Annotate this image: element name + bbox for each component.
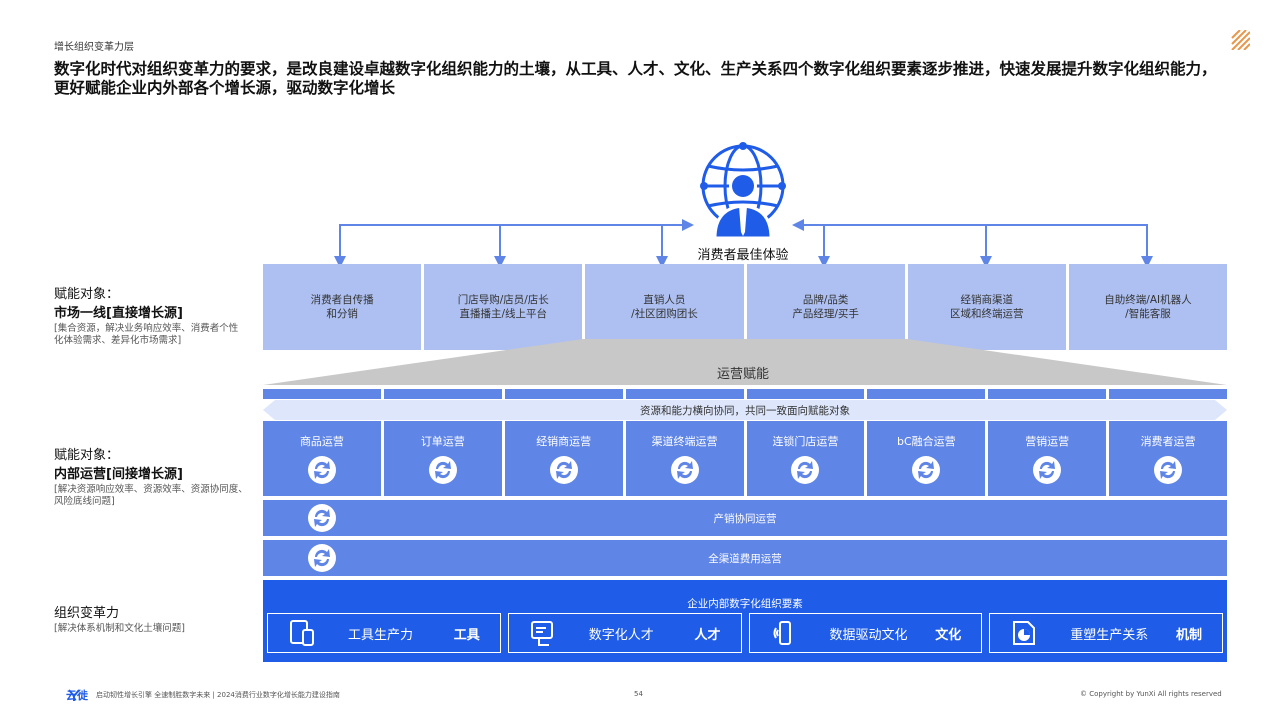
org-side-label: 组织变革力 [解决体系机制和文化土壤问题] [54,602,254,635]
collaboration-ribbon-label: 资源和能力横向协同，共同一致面向赋能对象 [640,405,850,417]
market-label-line3: [集合资源，解决业务响应效率、消费者个性化体验需求、差异化市场需求] [54,323,239,346]
cycle-icon [1154,456,1183,484]
cycle-icon [912,456,941,484]
cycle-icon [549,456,578,484]
ops-unit: bC融合运营 [867,421,986,496]
hub-label: 消费者最佳体验 [697,248,789,263]
org-card-talent: 数字化人才 人才 [507,613,742,653]
cycle-icon [791,456,820,484]
market-cell: 直销人员/社区团购团长 [585,264,744,350]
ops-unit-label: 营销运营 [1025,435,1070,448]
ops-unit: 渠道终端运营 [625,421,744,496]
org-elements-panel: 企业内部数字化组织要素 工具生产力 工具 数字化人才 人才 [263,580,1227,662]
page-number: 54 [634,690,643,698]
band-label: 全渠道费用运营 [708,553,782,565]
cycle-icon [1033,456,1062,484]
ops-unit: 连锁门店运营 [746,421,865,496]
ops-unit-label: 消费者运营 [1140,435,1196,448]
globe-person-icon [700,142,786,238]
ops-top-strip [263,389,1227,399]
corner-stripes-icon [1231,30,1250,50]
ops-unit-label: 商品运营 [299,435,344,448]
org-elements-title: 企业内部数字化组织要素 [687,598,803,610]
channel-cost-band: 全渠道费用运营 [263,540,1227,576]
org-card-tag: 工具 [453,627,480,643]
ops-unit-label: bC融合运营 [896,435,956,448]
ops-unit: 经销商运营 [504,421,623,496]
org-card-tag: 人才 [694,627,721,643]
cycle-icon [307,456,336,484]
band-label: 产销协同运营 [713,513,777,525]
ops-unit: 营销运营 [988,421,1107,496]
ops-enablement-wedge [263,339,1227,385]
headline: 数字化时代对组织变革力的要求，是改良建设卓越数字化组织能力的土壤，从工具、人才、… [54,60,1217,97]
org-card-tag: 机制 [1175,627,1202,643]
talent-card-icon [530,621,553,646]
pie-report-icon [1013,621,1036,645]
ops-enablement-label: 运营赋能 [716,367,769,382]
internal-label-line2: 内部运营[间接增长源] [54,467,183,482]
org-card-tools: 工具生产力 工具 [267,613,501,653]
ops-unit-label: 订单运营 [420,435,465,448]
production-sales-band: 产销协同运营 [263,500,1227,536]
brand-logo-icon [68,689,80,701]
ops-unit: 消费者运营 [1109,421,1227,496]
market-tier: 消费者自传播和分销 门店导购/店员/店长直播播主/线上平台 直销人员/社区团购团… [263,264,1228,350]
footer-brand: 云徙 [66,689,88,702]
market-side-label: 赋能对象： 市场一线[直接增长源] [集合资源，解决业务响应效率、消费者个性化体… [54,283,244,347]
market-label-line1: 赋能对象： [54,287,120,302]
org-label-line1: 组织变革力 [54,606,120,621]
org-card-mechanism: 重塑生产关系 机制 [989,613,1223,653]
org-card-label: 数据驱动文化 [829,627,908,643]
org-card-label: 数字化人才 [588,627,654,643]
devices-icon [290,620,314,646]
market-label-line2: 市场一线[直接增长源] [54,306,183,321]
internal-label-line3: [解决资源响应效率、资源效率、资源协同度、风险底线问题] [54,484,248,507]
org-card-culture: 数据驱动文化 文化 [748,613,983,653]
market-cell: 自助终端/AI机器人/智能客服 [1068,264,1228,350]
footer-text: 启动韧性增长引擎 全速制胜数字未来 | 2024消费行业数字化增长能力建设指南 [96,691,340,699]
market-cell: 门店导购/店员/店长直播播主/线上平台 [424,264,583,350]
org-card-label: 重塑生产关系 [1070,627,1149,643]
internal-side-label: 赋能对象： 内部运营[间接增长源] [解决资源响应效率、资源效率、资源协同度、风… [54,444,254,508]
collaboration-ribbon [263,400,1227,420]
market-cell: 品牌/品类产品经理/买手 [746,264,905,350]
org-label-line3: [解决体系机制和文化土壤问题] [54,623,185,634]
ops-unit-label: 经销商运营 [536,435,592,448]
ops-unit: 商品运营 [263,421,381,496]
signal-phone-icon [773,621,791,645]
ops-units: 商品运营 订单运营 经销商运营 渠道终端运营 连锁门店运营 bC融合运营 营销运营 消费者运营 [263,421,1227,496]
org-card-label: 工具生产力 [348,627,414,643]
internal-label-line1: 赋能对象： [54,448,120,463]
market-cell: 消费者自传播和分销 [263,264,422,350]
market-cell: 经销商渠道区域和终端运营 [907,264,1066,350]
ops-unit-label: 渠道终端运营 [651,435,718,448]
section-tag: 增长组织变革力层 [54,42,134,53]
ops-unit: 订单运营 [383,421,502,496]
org-card-tag: 文化 [935,627,962,643]
cycle-icon [428,456,457,484]
ops-unit-label: 连锁门店运营 [772,435,839,448]
copyright: © Copyright by YunXi All rights reserved [1080,690,1222,698]
cycle-icon [670,456,699,484]
